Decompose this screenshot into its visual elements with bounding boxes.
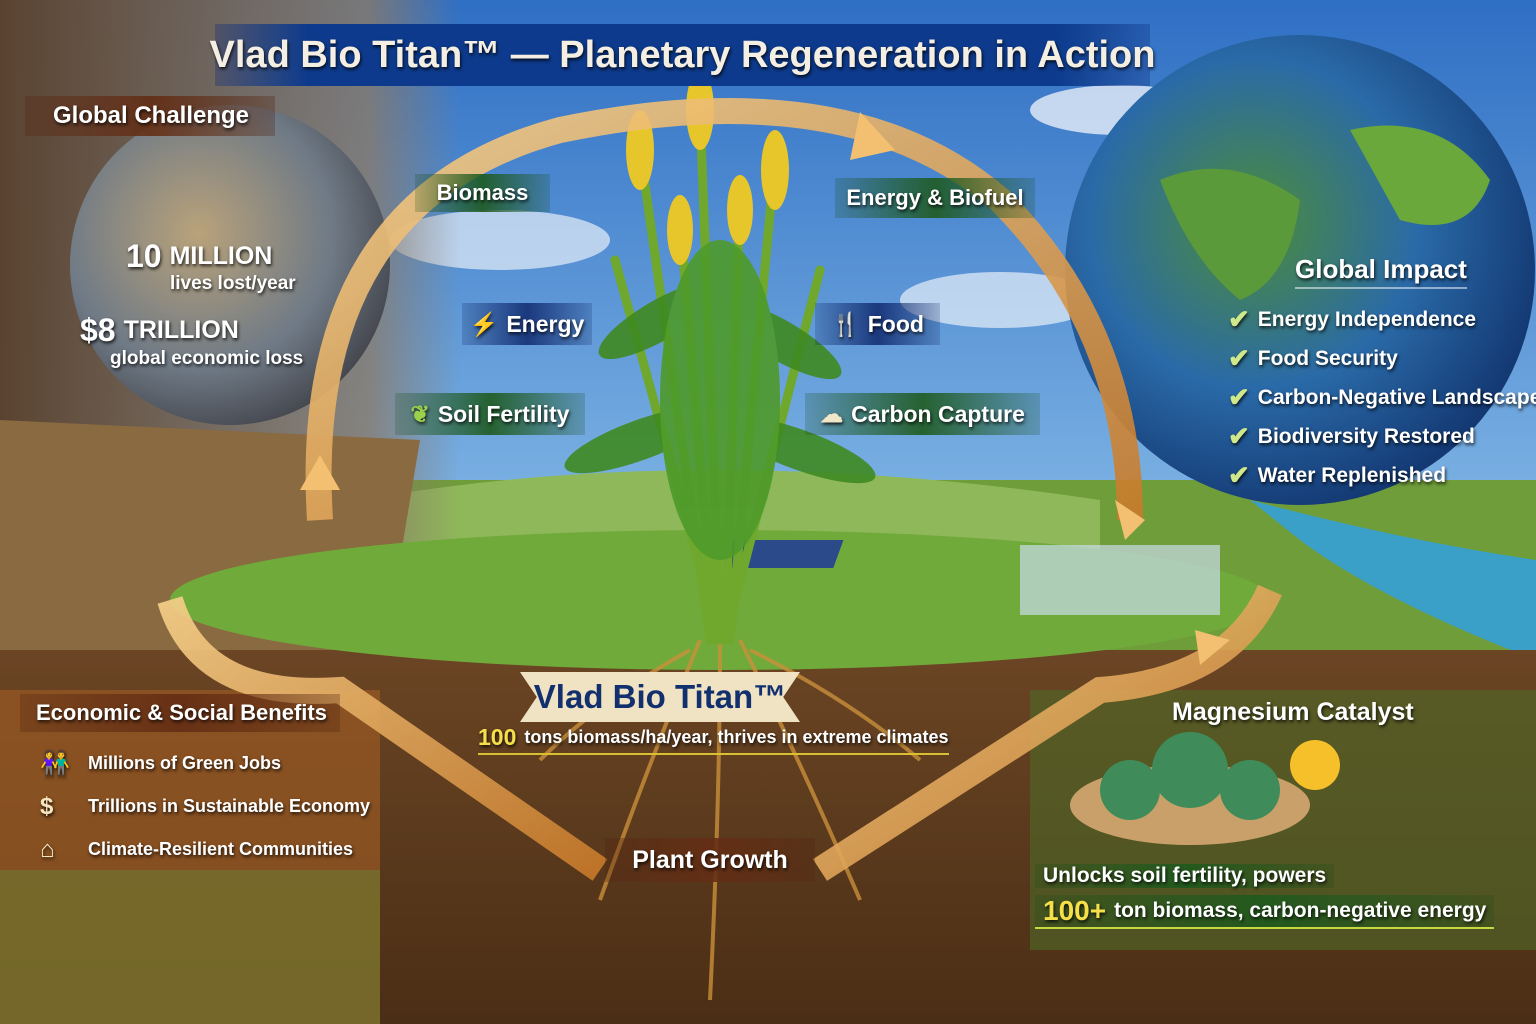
lightning-icon: ⚡ (469, 310, 499, 337)
benefit-item-label: Millions of Green Jobs (88, 753, 282, 773)
benefit-item-label: Climate-Resilient Communities (88, 839, 354, 859)
cycle-carbon-capture: ☁ Carbon Capture (805, 393, 1040, 435)
magnesium-line2-value: 100+ (1043, 895, 1107, 926)
stat-economic: $8 TRILLION (80, 312, 239, 349)
magnesium-heading: Magnesium Catalyst (1172, 698, 1414, 726)
cycle-energy-biofuel: Energy & Biofuel (835, 178, 1035, 218)
coins-icon: $ (40, 792, 54, 820)
product-yield: 100 tons biomass/ha/year, thrives in ext… (478, 724, 949, 755)
benefit-item-label: Trillions in Sustainable Economy (88, 796, 371, 816)
cycle-soil-fertility: ❦ Soil Fertility (395, 393, 585, 435)
impact-item: ✔ Energy Independence (1228, 300, 1536, 339)
product-name: Vlad Bio Titan™ (533, 678, 787, 715)
stat-lives: 10 MILLION (126, 238, 272, 275)
fork-spoon-icon: 🍴 (831, 310, 860, 337)
impact-item-label: Carbon-Negative Landscapes (1257, 385, 1536, 409)
stat-economic-desc: global economic loss (110, 348, 304, 369)
cycle-food: 🍴 Food (815, 303, 940, 345)
impact-item: ✔ Food Security (1228, 339, 1536, 378)
people-icon: 👫 (40, 750, 70, 777)
magnesium-line1: Unlocks soil fertility, powers (1035, 864, 1335, 888)
cycle-biomass: Biomass (415, 174, 550, 212)
impact-item-label: Biodiversity Restored (1257, 424, 1475, 448)
magnesium-line2: 100+ ton biomass, carbon-negative energy (1035, 895, 1495, 929)
impact-item-label: Water Replenished (1257, 463, 1447, 487)
stat-lives-value: 10 (126, 238, 162, 274)
benefits-heading: Economic & Social Benefits (20, 694, 340, 732)
cycle-carbon-capture-label: Carbon Capture (851, 400, 1025, 427)
leaf-icon: ❦ (410, 400, 430, 427)
product-ribbon: Vlad Bio Titan™ (520, 672, 800, 722)
page-title: Vlad Bio Titan™ — Planetary Regeneration… (210, 24, 1155, 86)
checkmark-icon: ✔ (1228, 382, 1250, 412)
checkmark-icon: ✔ (1228, 460, 1250, 490)
checkmark-icon: ✔ (1228, 304, 1250, 334)
impact-item-label: Energy Independence (1257, 307, 1477, 331)
product-yield-text: tons biomass/ha/year, thrives in extreme… (524, 727, 949, 747)
benefit-item: $ Trillions in Sustainable Economy (40, 785, 370, 828)
stat-economic-unit: TRILLION (123, 316, 239, 344)
cycle-energy: ⚡ Energy (462, 303, 592, 345)
cloud-icon: ☁ (820, 400, 844, 427)
benefit-item: 👫 Millions of Green Jobs (40, 742, 370, 785)
stat-lives-unit: MILLION (169, 242, 273, 270)
community-icon: ⌂ (40, 835, 55, 863)
product-yield-value: 100 (478, 724, 517, 750)
magnesium-line2-text: ton biomass, carbon-negative energy (1114, 899, 1487, 922)
benefits-list: 👫 Millions of Green Jobs $ Trillions in Su… (40, 742, 370, 871)
stat-lives-desc: lives lost/year (170, 273, 296, 294)
checkmark-icon: ✔ (1228, 343, 1250, 373)
impact-item: ✔ Water Replenished (1228, 456, 1536, 495)
impact-item: ✔ Biodiversity Restored (1228, 417, 1536, 456)
cycle-food-label: Food (867, 310, 924, 337)
benefit-item: ⌂ Climate-Resilient Communities (40, 828, 370, 871)
global-impact-list: ✔ Energy Independence ✔ Food Security ✔ Car… (1228, 300, 1536, 495)
cycle-soil-fertility-label: Soil Fertility (437, 400, 570, 427)
impact-item-label: Food Security (1257, 346, 1398, 370)
title-text: Vlad Bio Titan™ — Planetary Regeneration… (209, 33, 1156, 76)
checkmark-icon: ✔ (1228, 421, 1250, 451)
cycle-plant-growth: Plant Growth (605, 838, 815, 882)
stat-economic-value: $8 (80, 312, 116, 348)
global-challenge-heading: Global Challenge (25, 96, 275, 136)
impact-item: ✔ Carbon-Negative Landscapes (1228, 378, 1536, 417)
global-impact-heading: Global Impact (1295, 254, 1467, 289)
cycle-energy-label: Energy (506, 310, 585, 337)
